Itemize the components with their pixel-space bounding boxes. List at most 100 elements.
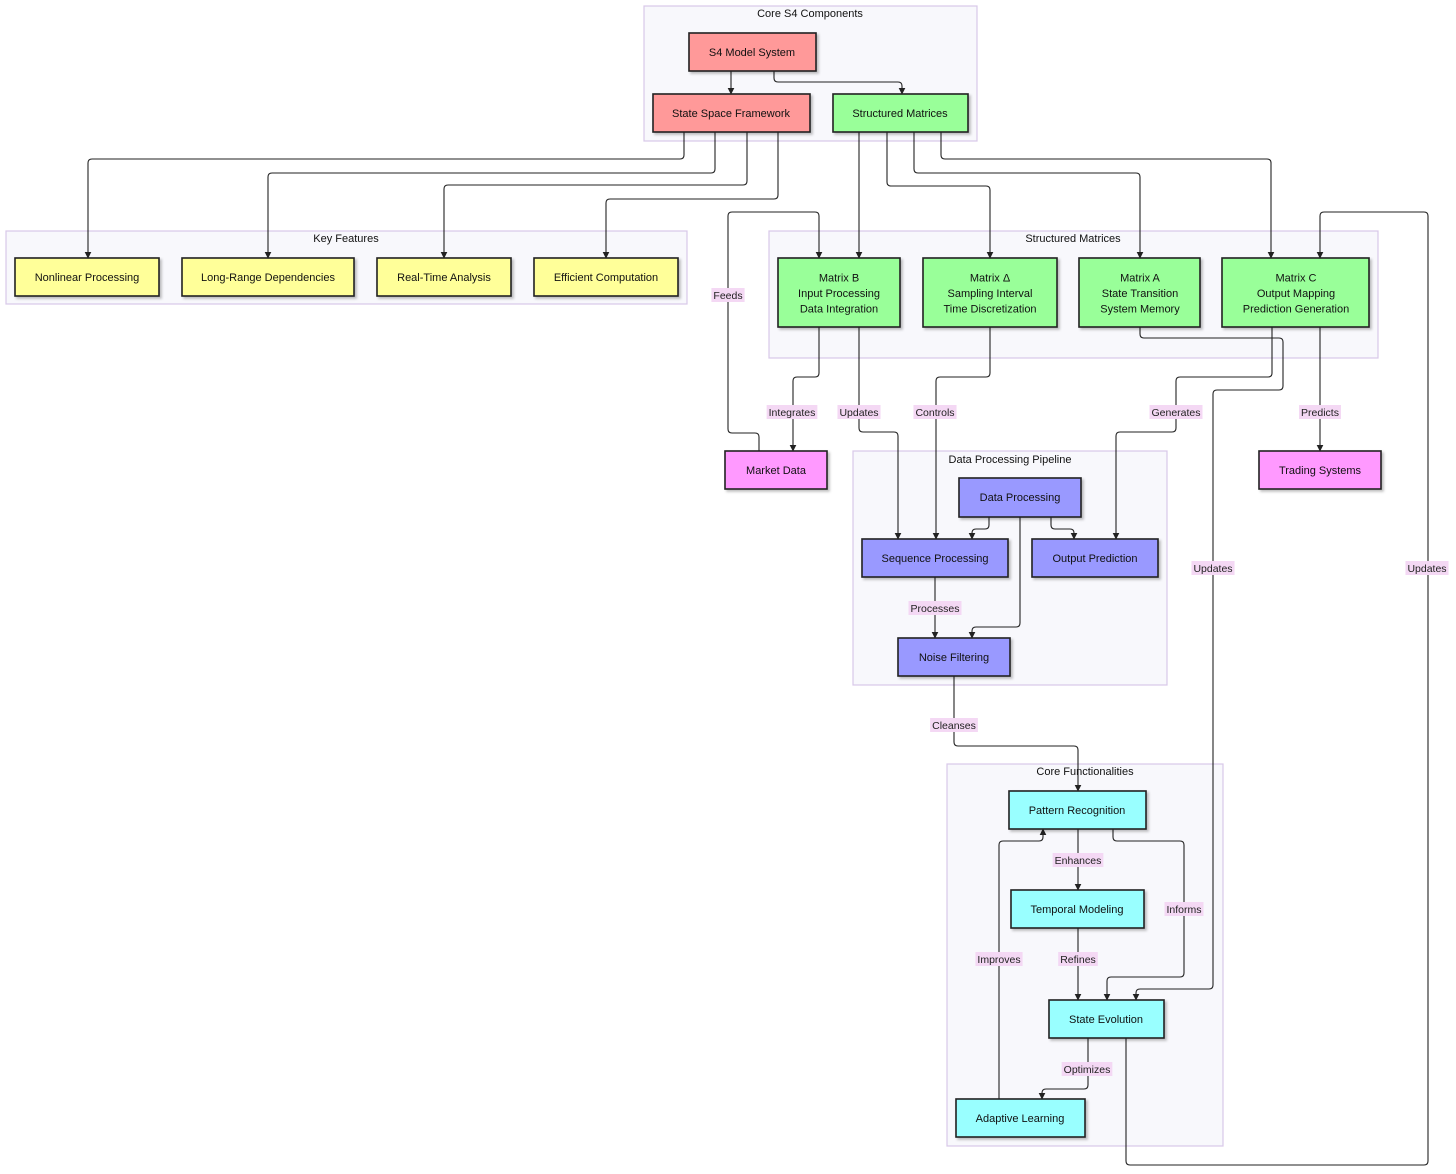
svg-text:Output Prediction: Output Prediction (1053, 553, 1138, 565)
edge-label-updates-a: Updates (1191, 561, 1235, 575)
node-label-line: Matrix B (819, 273, 859, 285)
node-data-processing[interactable]: Data Processing (958, 477, 1082, 518)
edge-label-text: Refines (1060, 954, 1096, 966)
edge-ma-updates-state (1132, 327, 1284, 1001)
edge-dp-to-seq (968, 517, 990, 540)
edge-label-text: Updates (839, 407, 878, 419)
edge-label-informs: Informs (1164, 902, 1204, 916)
edges (84, 71, 1429, 1166)
edge-label-background (1405, 561, 1449, 575)
edge-sm-to-mc (940, 132, 1275, 259)
edge-label-text: Improves (977, 954, 1020, 966)
node-temporal-modeling[interactable]: Temporal Modeling (1010, 889, 1145, 929)
svg-text:Trading Systems: Trading Systems (1279, 465, 1362, 477)
edge-ssf-to-lrd (264, 132, 716, 259)
edge-ssf-to-rta (440, 132, 748, 259)
cluster-title-core: Core S4 Components (757, 8, 863, 20)
svg-text:Pattern Recognition: Pattern Recognition (1029, 805, 1126, 817)
edge-label-background (766, 405, 818, 419)
node-state-space-framework[interactable]: State Space Framework (652, 93, 811, 133)
svg-text:State Evolution: State Evolution (1069, 1014, 1143, 1026)
svg-text:Long-Range Dependencies: Long-Range Dependencies (201, 272, 335, 284)
node-label-line: Sampling Interval (948, 288, 1033, 300)
edge-noise-cleanses-pattern (953, 676, 1082, 792)
node-structured-matrices[interactable]: Structured Matrices (832, 93, 969, 133)
edge-s4-to-sm (773, 71, 906, 95)
node-label-line: Structured Matrices (852, 108, 948, 120)
node-label-line: Time Discretization (943, 304, 1036, 316)
svg-text:Temporal Modeling: Temporal Modeling (1031, 904, 1124, 916)
node-label-line: Prediction Generation (1243, 304, 1349, 316)
edge-label-text: Optimizes (1064, 1064, 1111, 1076)
node-state-evolution[interactable]: State Evolution (1048, 999, 1165, 1039)
edge-label-text: Enhances (1055, 855, 1102, 867)
node-noise-filtering[interactable]: Noise Filtering (897, 637, 1011, 677)
edge-label-refines: Refines (1058, 952, 1098, 966)
node-label-line: Efficient Computation (554, 272, 658, 284)
edge-state-optimizes-adaptive (1038, 1038, 1089, 1100)
node-sequence-processing[interactable]: Sequence Processing (861, 538, 1009, 578)
edge-sm-to-ma (913, 132, 1144, 259)
edge-adaptive-improves-pattern (998, 828, 1047, 1099)
edge-mb-updates-seq (858, 327, 902, 540)
edge-label-text: Processes (910, 603, 959, 615)
node-efficient-computation[interactable]: Efficient Computation (533, 257, 679, 297)
edge-label-updates-b: Updates (837, 405, 881, 419)
svg-text:Data Processing: Data Processing (980, 492, 1061, 504)
edge-label-processes: Processes (908, 601, 962, 615)
edge-label-text: Integrates (769, 407, 816, 419)
node-market-data[interactable]: Market Data (724, 450, 828, 490)
node-label-line: Data Integration (800, 304, 878, 316)
edge-label-background (1061, 1062, 1113, 1076)
edge-dp-to-noise (968, 517, 1021, 639)
edge-label-text: Informs (1166, 904, 1201, 916)
node-pattern-recognition[interactable]: Pattern Recognition (1008, 790, 1147, 830)
edge-label-improves: Improves (975, 952, 1023, 966)
edge-md-controls-seq (932, 327, 991, 540)
node-s4-model-system[interactable]: S4 Model System (688, 32, 817, 72)
node-label-line: Noise Filtering (919, 652, 989, 664)
edge-label-background (1149, 405, 1203, 419)
node-label-line: Sequence Processing (881, 553, 988, 565)
node-real-time-analysis[interactable]: Real-Time Analysis (376, 257, 512, 297)
node-label-line: Matrix Δ (970, 273, 1011, 285)
edge-state-updates-mc (1125, 211, 1429, 1166)
edge-label-text: Generates (1151, 407, 1200, 419)
node-long-range-dependencies[interactable]: Long-Range Dependencies (181, 257, 355, 297)
edge-label-feeds: Feeds (711, 288, 745, 302)
edge-ssf-to-eff (602, 132, 779, 259)
edge-label-enhances: Enhances (1052, 853, 1104, 867)
nodes: S4 Model System State Space Framework St… (14, 32, 1382, 1138)
node-label-line: State Space Framework (672, 108, 790, 120)
node-trading-systems[interactable]: Trading Systems (1258, 450, 1382, 490)
cluster-title-structured: Structured Matrices (1025, 233, 1121, 245)
edge-dp-to-outpred (1050, 517, 1078, 540)
node-adaptive-learning[interactable]: Adaptive Learning (955, 1098, 1086, 1138)
svg-text:Nonlinear Processing: Nonlinear Processing (35, 272, 140, 284)
edge-label-background (975, 952, 1023, 966)
node-label-line: Matrix A (1120, 273, 1160, 285)
edge-label-text: Controls (915, 407, 954, 419)
edge-market-feeds-mb (727, 211, 823, 451)
svg-text:State Space Framework: State Space Framework (672, 108, 790, 120)
edge-sm-to-md (886, 132, 994, 259)
edge-label-background (1052, 853, 1104, 867)
node-output-prediction[interactable]: Output Prediction (1031, 538, 1159, 578)
node-label-line: System Memory (1100, 304, 1180, 316)
node-nonlinear-processing[interactable]: Nonlinear Processing (14, 257, 160, 297)
edge-label-text: Feeds (713, 290, 742, 302)
node-label-line: Matrix C (1276, 273, 1317, 285)
edge-label-text: Predicts (1301, 407, 1339, 419)
edge-labels: Feeds Integrates Updates Controls Genera… (711, 288, 1449, 1076)
node-label-line: Trading Systems (1279, 465, 1362, 477)
edge-mc-generates-outpred (1112, 327, 1273, 540)
edge-label-background (1299, 405, 1341, 419)
